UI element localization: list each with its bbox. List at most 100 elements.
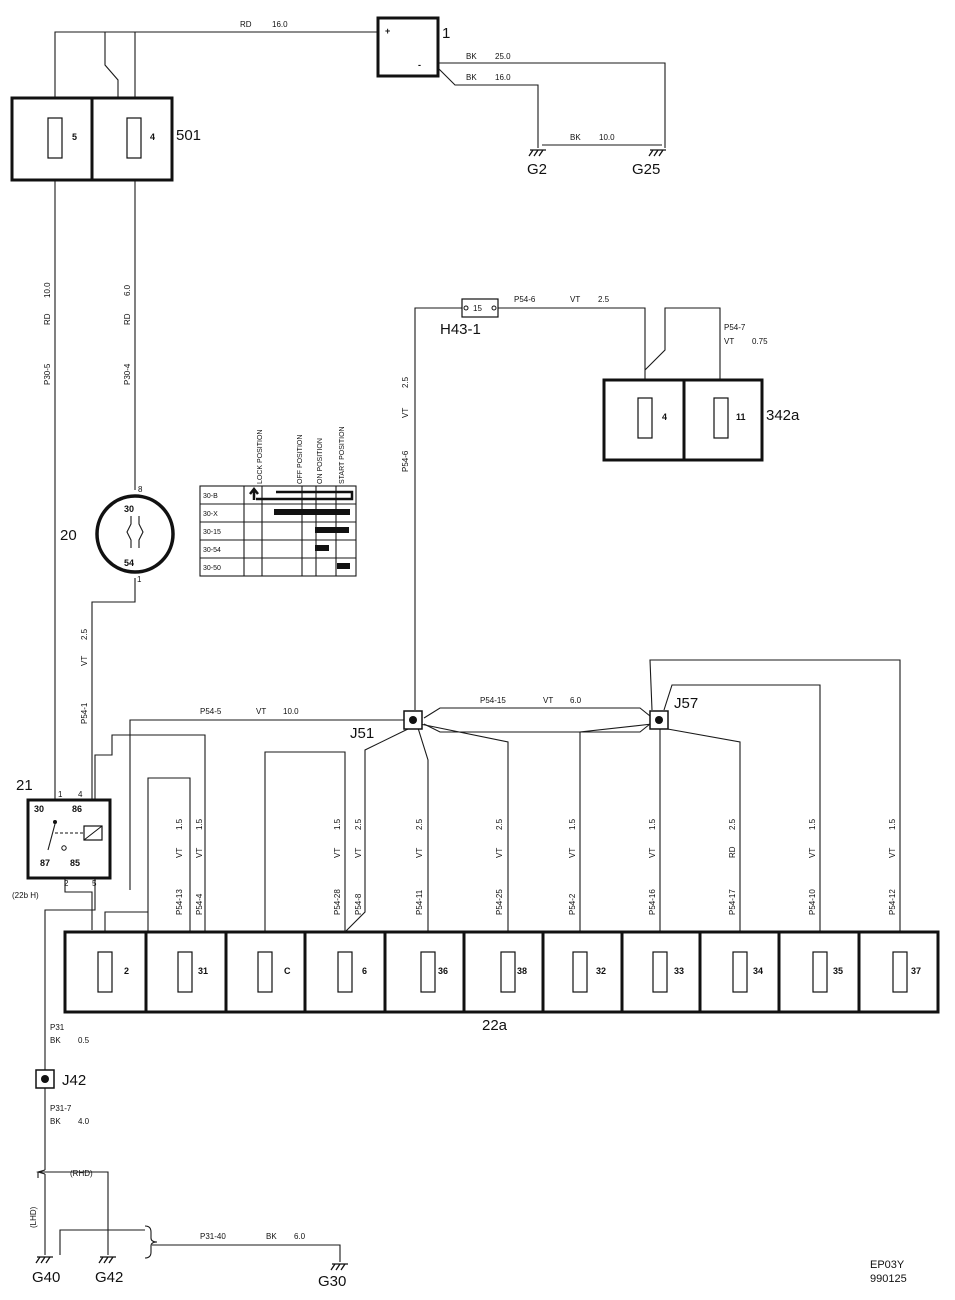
- svg-text:30: 30: [124, 504, 134, 514]
- svg-text:LOCK POSITION: LOCK POSITION: [257, 430, 264, 484]
- footer: EP03Y 990125: [870, 1259, 907, 1285]
- svg-text:P54-17: P54-17: [728, 889, 737, 915]
- ground-g2: G2: [527, 161, 547, 178]
- fuse-box-501-label: 501: [176, 127, 201, 144]
- drop-p54-25: P54-25 VT 2.5: [495, 818, 504, 915]
- svg-text:BK: BK: [466, 52, 477, 61]
- svg-text:5: 5: [72, 132, 77, 142]
- svg-text:(RHD): (RHD): [70, 1169, 93, 1178]
- drop-p54-16: P54-16 VT 1.5: [648, 818, 657, 915]
- svg-text:P30-4: P30-4: [123, 363, 132, 385]
- svg-text:-: -: [418, 60, 421, 70]
- svg-text:P31: P31: [50, 1023, 65, 1032]
- svg-text:1.5: 1.5: [175, 818, 184, 830]
- svg-text:VT: VT: [175, 848, 184, 858]
- svg-text:START POSITION: START POSITION: [339, 426, 346, 484]
- splices: J51 J57 J42: [35, 695, 698, 1089]
- svg-text:C: C: [284, 966, 291, 976]
- svg-text:6.0: 6.0: [294, 1232, 306, 1241]
- svg-text:11: 11: [736, 412, 746, 422]
- svg-text:RD: RD: [728, 846, 737, 858]
- svg-text:0.75: 0.75: [752, 337, 768, 346]
- svg-text:4.0: 4.0: [78, 1117, 90, 1126]
- svg-text:2.5: 2.5: [728, 818, 737, 830]
- svg-text:33: 33: [674, 966, 684, 976]
- svg-text:VT: VT: [354, 848, 363, 858]
- svg-text:P31-40: P31-40: [200, 1232, 226, 1241]
- svg-text:1.5: 1.5: [888, 818, 897, 830]
- svg-text:VT: VT: [495, 848, 504, 858]
- relay-21-label: 21: [16, 777, 33, 794]
- svg-text:2: 2: [124, 966, 129, 976]
- svg-text:P54-7: P54-7: [724, 323, 746, 332]
- svg-text:10.0: 10.0: [283, 707, 299, 716]
- svg-text:10.0: 10.0: [599, 133, 615, 142]
- svg-text:2.5: 2.5: [598, 295, 610, 304]
- drop-p54-2: P54-2 VT 1.5: [568, 818, 577, 915]
- svg-text:2: 2: [64, 879, 69, 888]
- svg-text:BK: BK: [570, 133, 581, 142]
- svg-text:37: 37: [911, 966, 921, 976]
- svg-text:4: 4: [150, 132, 155, 142]
- svg-text:30-54: 30-54: [203, 547, 221, 554]
- svg-text:1.5: 1.5: [333, 818, 342, 830]
- svg-text:P54-2: P54-2: [568, 893, 577, 915]
- switch-position-table: LOCK POSITION OFF POSITION ON POSITION S…: [199, 426, 357, 577]
- ground-g30: G30: [318, 1273, 346, 1290]
- diagram-code: EP03Y: [870, 1259, 905, 1271]
- svg-text:54: 54: [124, 558, 134, 568]
- svg-text:P54-8: P54-8: [354, 893, 363, 915]
- fuse-box-342a: 4 11 342a: [602, 378, 800, 462]
- svg-text:P54-10: P54-10: [808, 889, 817, 915]
- svg-text:P54-6: P54-6: [514, 295, 536, 304]
- svg-text:6: 6: [362, 966, 367, 976]
- ignition-switch: 8 30 54 1 20: [60, 485, 175, 584]
- svg-text:VT: VT: [543, 696, 553, 705]
- svg-text:2.5: 2.5: [80, 628, 89, 640]
- svg-text:16.0: 16.0: [495, 73, 511, 82]
- svg-text:RD: RD: [43, 313, 52, 325]
- svg-text:P54-28: P54-28: [333, 889, 342, 915]
- fuse-box-342a-label: 342a: [766, 407, 800, 424]
- svg-text:BK: BK: [50, 1036, 61, 1045]
- svg-text:P54-11: P54-11: [415, 889, 424, 915]
- svg-text:1: 1: [58, 790, 63, 799]
- svg-text:VT: VT: [401, 408, 410, 418]
- svg-text:(LHD): (LHD): [29, 1206, 38, 1228]
- svg-text:32: 32: [596, 966, 606, 976]
- svg-text:87: 87: [40, 858, 50, 868]
- svg-text:OFF POSITION: OFF POSITION: [297, 435, 304, 484]
- ignition-switch-label: 20: [60, 527, 77, 544]
- relay-21: 21 1 4 30 86 87 85 2 5 (22b H): [12, 777, 112, 900]
- grounds: G2 G25 G40 G42 G30: [32, 149, 666, 1290]
- svg-text:2.5: 2.5: [495, 818, 504, 830]
- svg-text:P31-7: P31-7: [50, 1104, 72, 1113]
- svg-text:VT: VT: [888, 848, 897, 858]
- svg-text:VT: VT: [256, 707, 266, 716]
- battery: + - 1: [376, 16, 450, 78]
- svg-text:10.0: 10.0: [43, 282, 52, 298]
- diagram-date: 990125: [870, 1273, 907, 1285]
- svg-text:1.5: 1.5: [648, 818, 657, 830]
- svg-text:VT: VT: [80, 656, 89, 666]
- svg-text:6.0: 6.0: [123, 284, 132, 296]
- wire-labels: RD 16.0 BK 25.0 BK 16.0 BK 10.0 P30-5 RD…: [29, 20, 897, 1241]
- svg-text:31: 31: [198, 966, 208, 976]
- svg-text:35: 35: [833, 966, 843, 976]
- svg-text:36: 36: [438, 966, 448, 976]
- svg-text:15: 15: [473, 304, 482, 313]
- svg-text:8: 8: [138, 485, 143, 494]
- svg-text:2.5: 2.5: [401, 376, 410, 388]
- svg-text:RD: RD: [123, 313, 132, 325]
- svg-text:(22b H): (22b H): [12, 891, 39, 900]
- svg-text:38: 38: [517, 966, 527, 976]
- svg-text:P54-16: P54-16: [648, 889, 657, 915]
- svg-text:4: 4: [662, 412, 667, 422]
- svg-text:5: 5: [92, 879, 97, 888]
- svg-text:VT: VT: [415, 848, 424, 858]
- svg-text:P54-12: P54-12: [888, 889, 897, 915]
- svg-text:30-B: 30-B: [203, 493, 218, 500]
- splice-j57-label: J57: [674, 695, 698, 712]
- drop-p54-28: P54-28 VT 1.5: [333, 818, 342, 915]
